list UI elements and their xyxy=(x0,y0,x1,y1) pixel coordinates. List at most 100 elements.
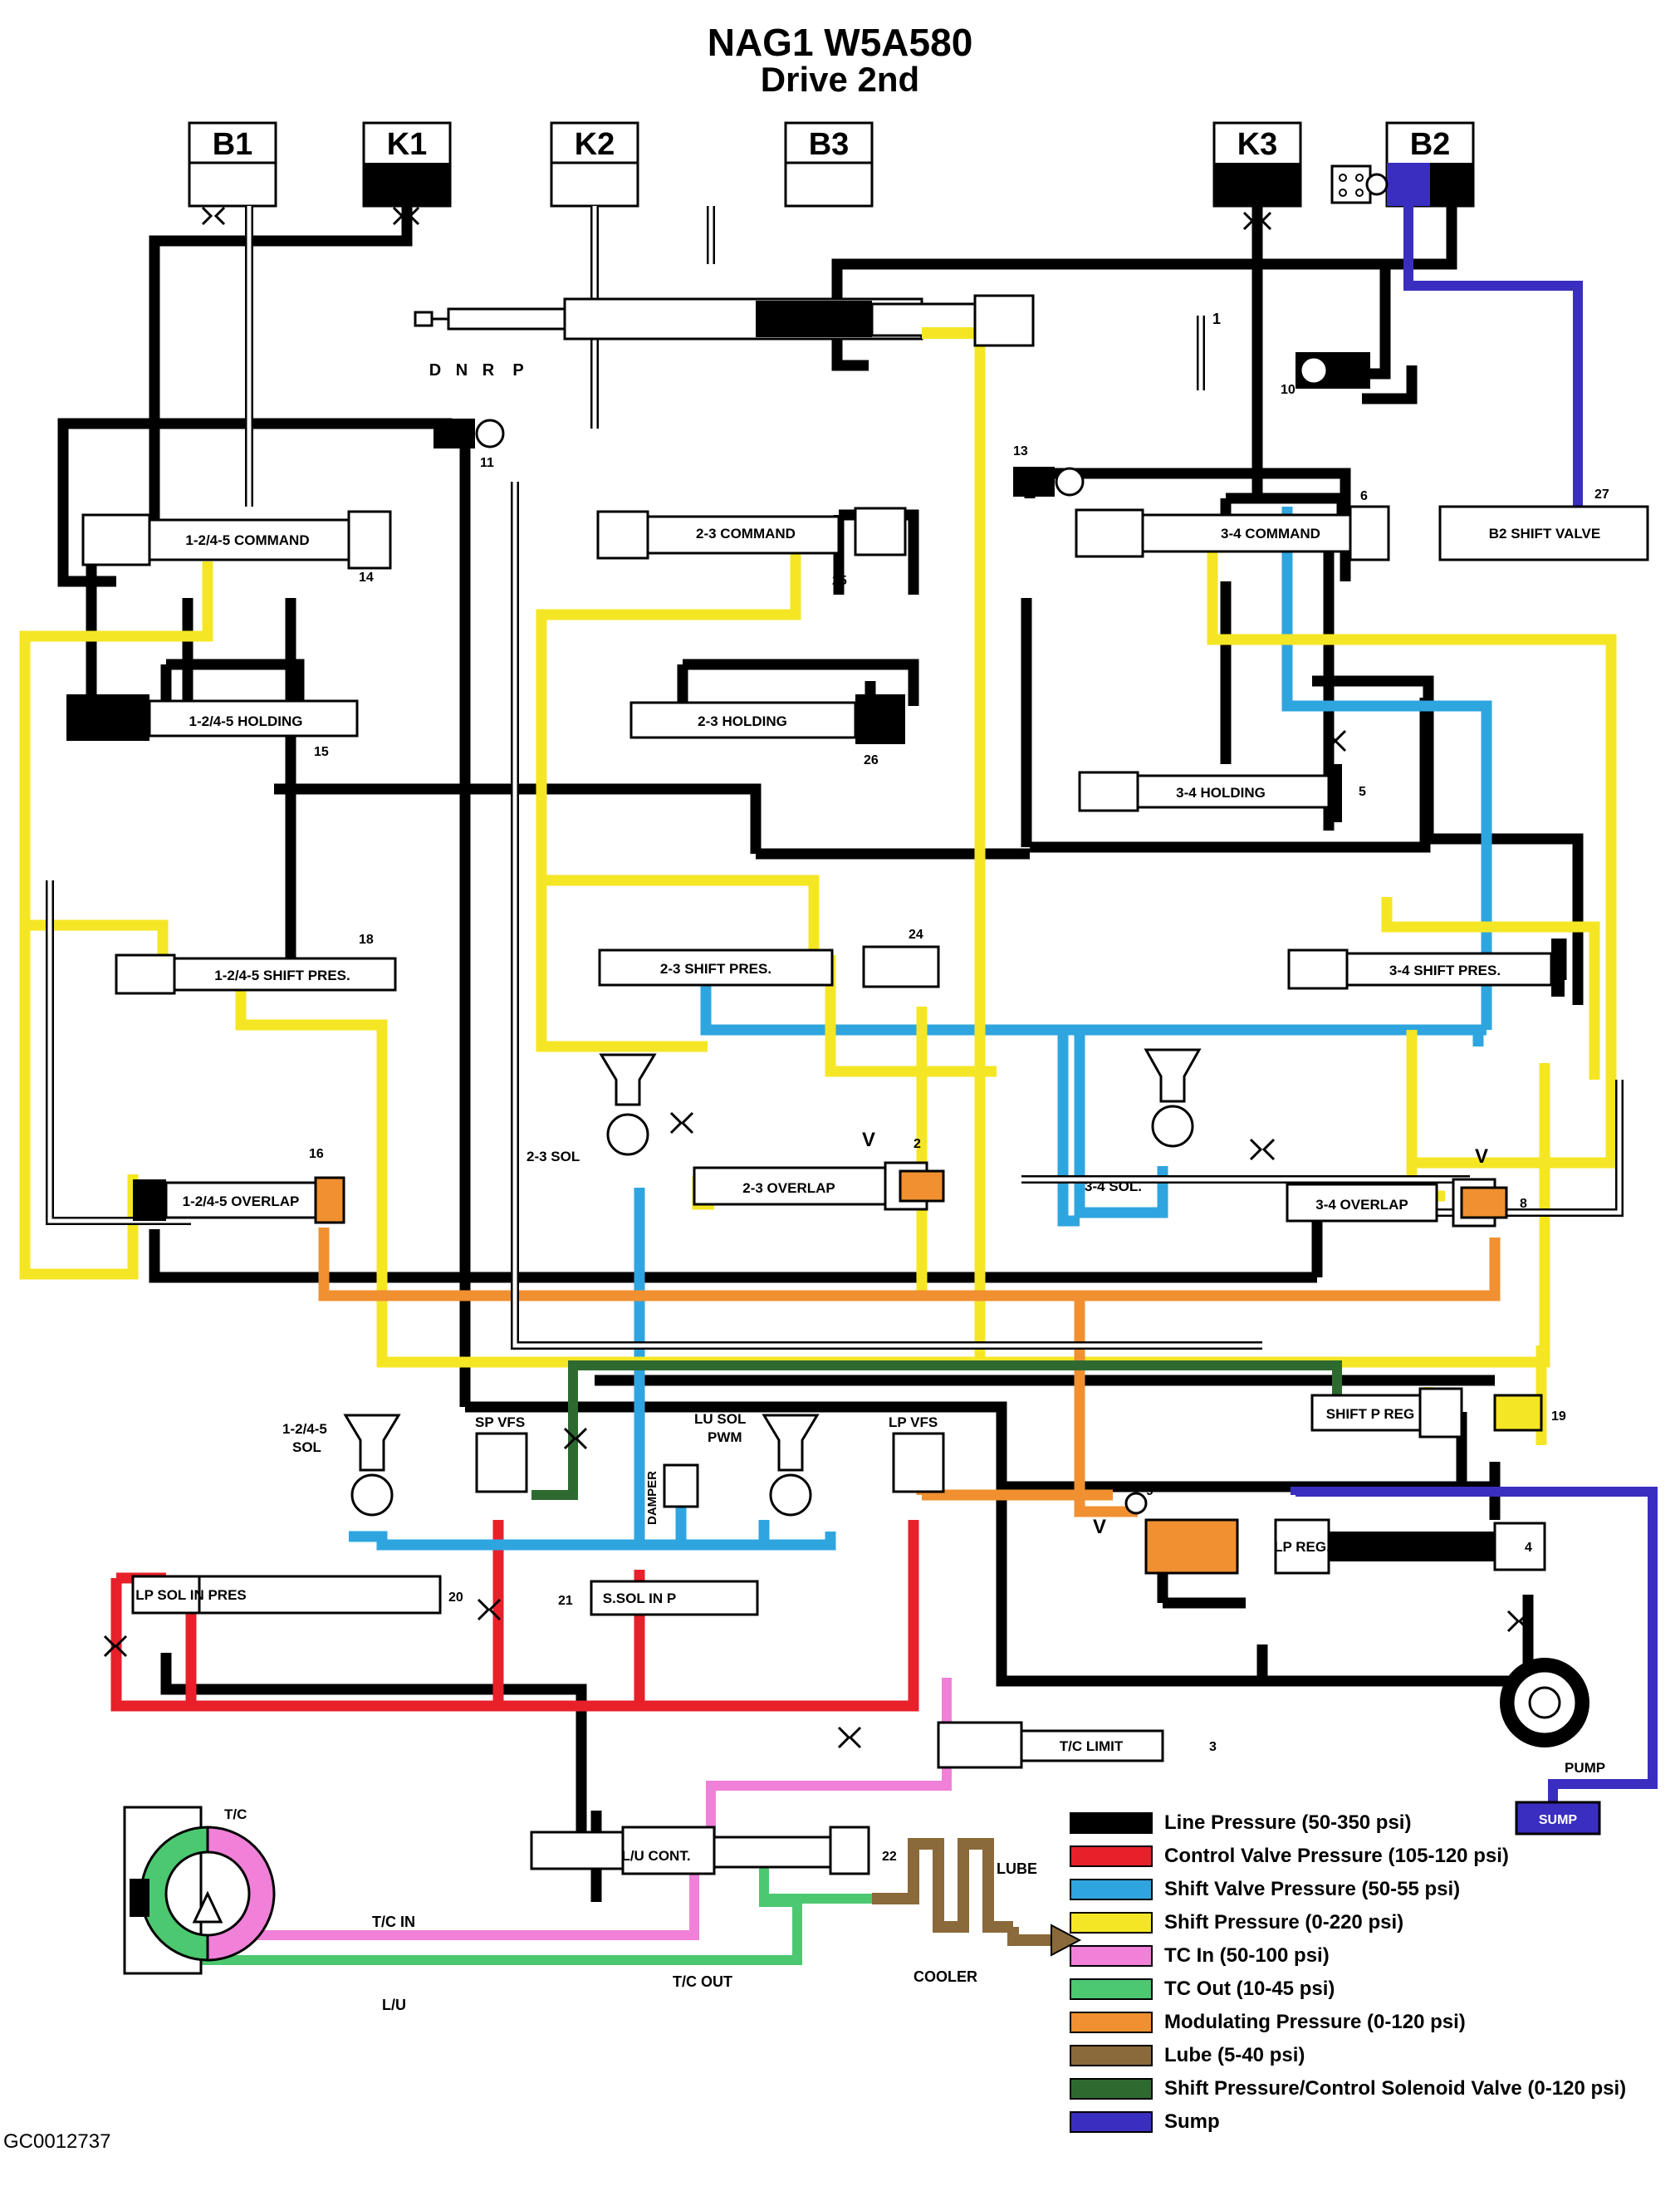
legend-item: Lube (5-40 psi) xyxy=(1070,2041,1305,2070)
svg-text:2-3 COMMAND: 2-3 COMMAND xyxy=(696,526,796,542)
sump: SUMP xyxy=(1515,1801,1601,1836)
num-19: 19 xyxy=(1551,1409,1566,1424)
manual-pos-r: R xyxy=(482,361,495,380)
svg-text:1-2/4-5 SHIFT PRES.: 1-2/4-5 SHIFT PRES. xyxy=(214,968,350,983)
svg-text:T/C OUT: T/C OUT xyxy=(673,1973,732,1990)
svg-text:T/C: T/C xyxy=(224,1806,247,1822)
num-11: 11 xyxy=(480,456,494,470)
svg-text:3-4 SHIFT PRES.: 3-4 SHIFT PRES. xyxy=(1389,963,1501,978)
clutch-b3: B3 xyxy=(784,121,874,208)
legend-swatch-shift-pressure xyxy=(1070,1912,1153,1934)
check-ball-10: 10 xyxy=(1281,352,1370,397)
valve-23-command: 2-3 COMMAND 25 xyxy=(596,507,907,588)
lube-arrow-icon xyxy=(1051,1924,1082,1957)
svg-text:1-2/4-5: 1-2/4-5 xyxy=(282,1421,327,1437)
v-label-23: V xyxy=(862,1129,875,1151)
damper: DAMPER xyxy=(645,1463,699,1525)
num-15: 15 xyxy=(314,745,329,759)
valve-34-overlap: 3-4 OVERLAP 8 xyxy=(1286,1178,1527,1228)
svg-text:L/U CONT.: L/U CONT. xyxy=(621,1848,690,1864)
manual-pos-n: N xyxy=(456,361,468,380)
valve-shift-p-reg: SHIFT P REG 19 xyxy=(1310,1387,1566,1439)
clutch-b3-label: B3 xyxy=(809,127,850,162)
solenoid-125: 1-2/4-5 SOL xyxy=(282,1414,401,1517)
legend-swatch-modulating xyxy=(1070,2012,1153,2033)
legend-swatch-line xyxy=(1070,1812,1153,1834)
num-24: 24 xyxy=(909,928,923,942)
clutch-k2-label: K2 xyxy=(575,127,615,162)
solenoid-lu-pwm: LU SOL PWM xyxy=(694,1411,820,1517)
svg-text:T/C IN: T/C IN xyxy=(372,1914,415,1930)
svg-text:LP SOL IN PRES: LP SOL IN PRES xyxy=(135,1587,247,1603)
valve-34-command: 3-4 COMMAND 6 xyxy=(1075,489,1390,561)
num-22: 22 xyxy=(882,1850,897,1864)
clutch-b1: B1 xyxy=(188,121,277,208)
svg-text:LU SOL: LU SOL xyxy=(694,1411,746,1427)
legend-label: Shift Valve Pressure (50-55 psi) xyxy=(1164,1878,1461,1900)
legend-label: Shift Pressure/Control Solenoid Valve (0… xyxy=(1164,2077,1627,2100)
num-3: 3 xyxy=(1209,1740,1217,1754)
legend-item: Sump xyxy=(1070,2108,1220,2136)
b2-piston-icon xyxy=(1330,164,1389,204)
legend-label: TC In (50-100 psi) xyxy=(1164,1944,1330,1967)
diagram-title: NAG1 W5A580 xyxy=(707,21,973,64)
num-18: 18 xyxy=(359,933,374,947)
clutch-b2: B2 xyxy=(1385,121,1475,208)
legend-item: Modulating Pressure (0-120 psi) xyxy=(1070,2008,1466,2037)
legend-swatch-sump xyxy=(1070,2111,1153,2133)
clutch-k3-label: K3 xyxy=(1237,127,1278,162)
svg-text:SHIFT P REG: SHIFT P REG xyxy=(1326,1406,1414,1422)
check-ball-11: 11 xyxy=(433,419,505,470)
solenoid-34: 3-4 SOL. xyxy=(1085,1048,1202,1194)
legend-swatch-sp-csv xyxy=(1070,2078,1153,2100)
legend-swatch-lube xyxy=(1070,2045,1153,2066)
legend-label: Line Pressure (50-350 psi) xyxy=(1164,1811,1412,1834)
legend-item: Shift Valve Pressure (50-55 psi) xyxy=(1070,1875,1460,1904)
num-10: 10 xyxy=(1281,383,1296,397)
clutch-k2: K2 xyxy=(550,121,639,208)
legend-label: Lube (5-40 psi) xyxy=(1164,2044,1305,2066)
num-2: 2 xyxy=(913,1137,921,1151)
sump-circuit xyxy=(1291,206,1658,1814)
valve-125-holding: 1-2/4-5 HOLDING 15 xyxy=(66,694,359,759)
svg-text:3-4 HOLDING: 3-4 HOLDING xyxy=(1176,785,1266,801)
svg-text:SOL: SOL xyxy=(292,1439,321,1455)
num-1: 1 xyxy=(1212,311,1221,327)
clutch-b2-label: B2 xyxy=(1410,127,1451,162)
svg-text:3-4 OVERLAP: 3-4 OVERLAP xyxy=(1315,1197,1408,1213)
svg-text:3-4 SOL.: 3-4 SOL. xyxy=(1085,1179,1142,1194)
num-4: 4 xyxy=(1525,1541,1532,1555)
legend-item: Shift Pressure/Control Solenoid Valve (0… xyxy=(1070,2075,1626,2103)
legend-swatch-tc-in xyxy=(1070,1945,1153,1967)
valve-125-command: 1-2/4-5 COMMAND 14 xyxy=(81,510,392,585)
svg-text:1-2/4-5 COMMAND: 1-2/4-5 COMMAND xyxy=(185,532,309,548)
clutch-k1-label: K1 xyxy=(387,127,428,162)
legend-label: Sump xyxy=(1164,2110,1220,2133)
legend-item: Shift Pressure (0-220 psi) xyxy=(1070,1909,1403,1937)
check-ball-13: 13 xyxy=(1013,444,1085,497)
num-8: 8 xyxy=(1520,1197,1527,1211)
clutch-k1: K1 xyxy=(362,121,452,208)
legend-label: Control Valve Pressure (105-120 psi) xyxy=(1164,1845,1509,1867)
line-pressure-circuit xyxy=(57,206,1584,1902)
valve-lu-cont: L/U CONT. 22 xyxy=(530,1826,897,1875)
v-label-34: V xyxy=(1475,1145,1488,1168)
legend-swatch-control xyxy=(1070,1845,1153,1867)
num-7: 7 xyxy=(1573,958,1580,972)
legend-item: Line Pressure (50-350 psi) xyxy=(1070,1809,1411,1837)
svg-text:LP REG.: LP REG. xyxy=(1274,1539,1330,1555)
v-label-lp: V xyxy=(1093,1516,1106,1538)
svg-text:T/C LIMIT: T/C LIMIT xyxy=(1060,1738,1124,1754)
legend-item: TC In (50-100 psi) xyxy=(1070,1942,1330,1970)
diagram-subtitle: Drive 2nd xyxy=(760,60,920,99)
svg-text:2-3 SHIFT PRES.: 2-3 SHIFT PRES. xyxy=(660,961,771,977)
num-9: 9 xyxy=(1146,1484,1153,1498)
manual-pos-p: P xyxy=(512,361,523,380)
svg-text:3-4 COMMAND: 3-4 COMMAND xyxy=(1221,526,1320,542)
num-14: 14 xyxy=(359,571,374,585)
num-20: 20 xyxy=(448,1590,463,1605)
valve-125-overlap: 1-2/4-5 OVERLAP 16 xyxy=(133,1147,345,1224)
clutch-k3: K3 xyxy=(1212,121,1302,208)
valve-lp-reg: LP REG. 4 9 xyxy=(1124,1484,1546,1575)
